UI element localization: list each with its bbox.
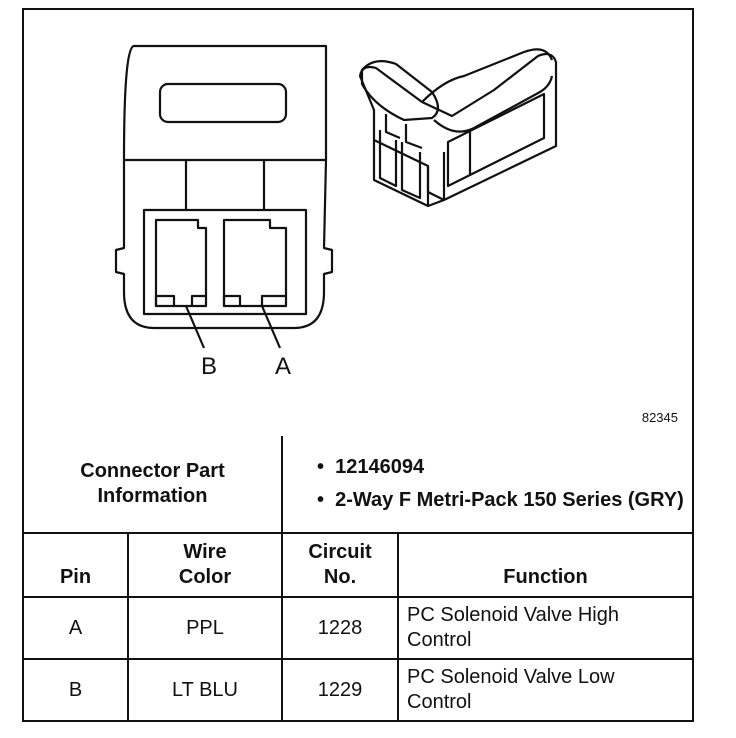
table-header-row: Pin Wire Color Circuit No. Function (24, 532, 693, 598)
connector-face-view (114, 44, 334, 349)
cavity-a (222, 218, 288, 308)
connector-info-row: Connector Part Information • 12146094 • … (24, 436, 693, 534)
connector-info-table: Connector Part Information • 12146094 • … (24, 436, 693, 720)
connector-illustration: B A (114, 44, 558, 380)
row-b-circuit-no: 1229 (281, 658, 400, 720)
row-b-wire-color: LT BLU (126, 658, 284, 720)
row-b-pin: B (24, 658, 129, 720)
figure-number: 82345 (641, 410, 678, 425)
connector-info-label: Connector Part Information (24, 436, 284, 534)
header-pin: Pin (24, 532, 129, 598)
diagram-frame: B A 82345 Connector Part Information • 1… (22, 8, 694, 722)
header-circuit-no: Circuit No. (281, 532, 400, 598)
cavity-b (154, 218, 208, 308)
row-a-circuit-no: 1228 (281, 596, 400, 660)
info-item-part-number: • 12146094 (317, 456, 425, 478)
pin-label-b: B (201, 353, 217, 380)
table-row: B LT BLU 1229 PC Solenoid Valve Low Cont… (24, 658, 693, 720)
header-wire-color: Wire Color (126, 532, 284, 598)
info-item-connector-type: • 2-Way F Metri-Pack 150 Series (GRY) (317, 489, 684, 511)
connector-info-list: • 12146094 • 2-Way F Metri-Pack 150 Seri… (281, 436, 693, 534)
row-a-function: PC Solenoid Valve High Control (397, 596, 693, 660)
table-row: A PPL 1228 PC Solenoid Valve High Contro… (24, 596, 693, 660)
latch-slot (158, 82, 288, 124)
connector-isometric-view (358, 48, 558, 208)
row-b-function: PC Solenoid Valve Low Control (397, 658, 693, 720)
row-a-wire-color: PPL (126, 596, 284, 660)
pin-label-a: A (275, 353, 291, 380)
row-a-pin: A (24, 596, 129, 660)
header-function: Function (397, 532, 693, 598)
